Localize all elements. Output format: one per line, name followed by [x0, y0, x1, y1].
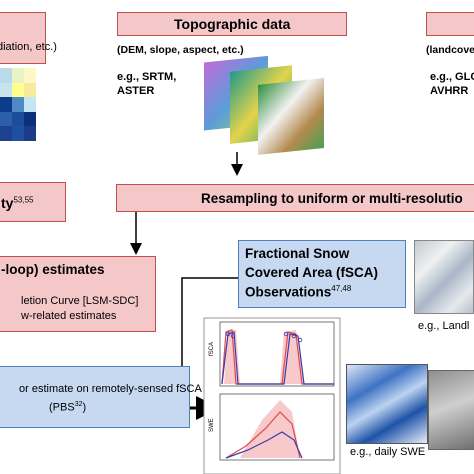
estimates-line-2: w-related estimates — [21, 310, 117, 322]
estimates-box: -loop) estimates letion Curve [LSM-SDC] … — [0, 256, 156, 332]
swe-plot-area — [219, 393, 335, 461]
topographic-example-1: e.g., SRTM, — [117, 71, 177, 83]
fsca-line-2: Covered Area (fSCA) — [245, 265, 379, 280]
uncertainty-box: ty53,55 — [0, 182, 66, 222]
swe-axis-label: SWE — [209, 418, 215, 432]
daily-swe-label: e.g., daily SWE — [350, 446, 426, 458]
swe-prior-line — [225, 411, 301, 459]
landsat-label: e.g., Landl — [418, 320, 470, 332]
posterior-estimate-box: or estimate on remotely-sensed fSCA (PBS… — [0, 366, 202, 428]
uncertainty-text: ty53,55 — [1, 195, 34, 211]
posterior-line-2: (PBS32) — [49, 401, 87, 414]
forcing-data-box: diation, etc.) — [0, 12, 57, 64]
landcover-subtitle: (landcove — [426, 44, 474, 56]
fsca-observations-box: Fractional Snow Covered Area (fSCA) Obse… — [238, 240, 406, 308]
swe-image-front — [346, 364, 428, 444]
landcover-box — [426, 12, 474, 36]
swe-posterior-line — [225, 431, 303, 459]
fsca-line-1: Fractional Snow — [245, 246, 350, 261]
landsat-image — [414, 240, 474, 314]
topographic-title: Topographic data — [174, 16, 291, 32]
topographic-example-2: ASTER — [117, 85, 155, 97]
fsca-observation-points — [225, 331, 303, 343]
forcing-data-text: diation, etc.) — [0, 41, 57, 53]
swe-uncertainty-band — [240, 400, 300, 458]
fsca-axis-label: fSCA — [209, 342, 215, 356]
forcing-grid-image — [0, 68, 36, 156]
landcover-example-2: AVHRR — [430, 85, 469, 97]
topographic-data-box: Topographic data — [117, 12, 347, 36]
topographic-subtitle: (DEM, slope, aspect, etc.) — [117, 44, 244, 56]
resampling-text: Resampling to uniform or multi-resolutio — [201, 191, 463, 206]
swe-image-back — [428, 370, 474, 450]
landcover-example-1: e.g., GLC — [430, 71, 474, 83]
fsca-line-3: Observations47,48 — [245, 284, 352, 300]
fsca-plot-area — [219, 321, 335, 387]
elevation-image — [258, 77, 324, 155]
estimates-title: -loop) estimates — [1, 262, 105, 277]
estimates-line-1: letion Curve [LSM-SDC] — [21, 295, 139, 307]
posterior-line-1: or estimate on remotely-sensed fSCA — [19, 383, 202, 395]
resampling-box: Resampling to uniform or multi-resolutio — [116, 184, 474, 212]
connector-fsca-to-posterior — [181, 277, 238, 366]
